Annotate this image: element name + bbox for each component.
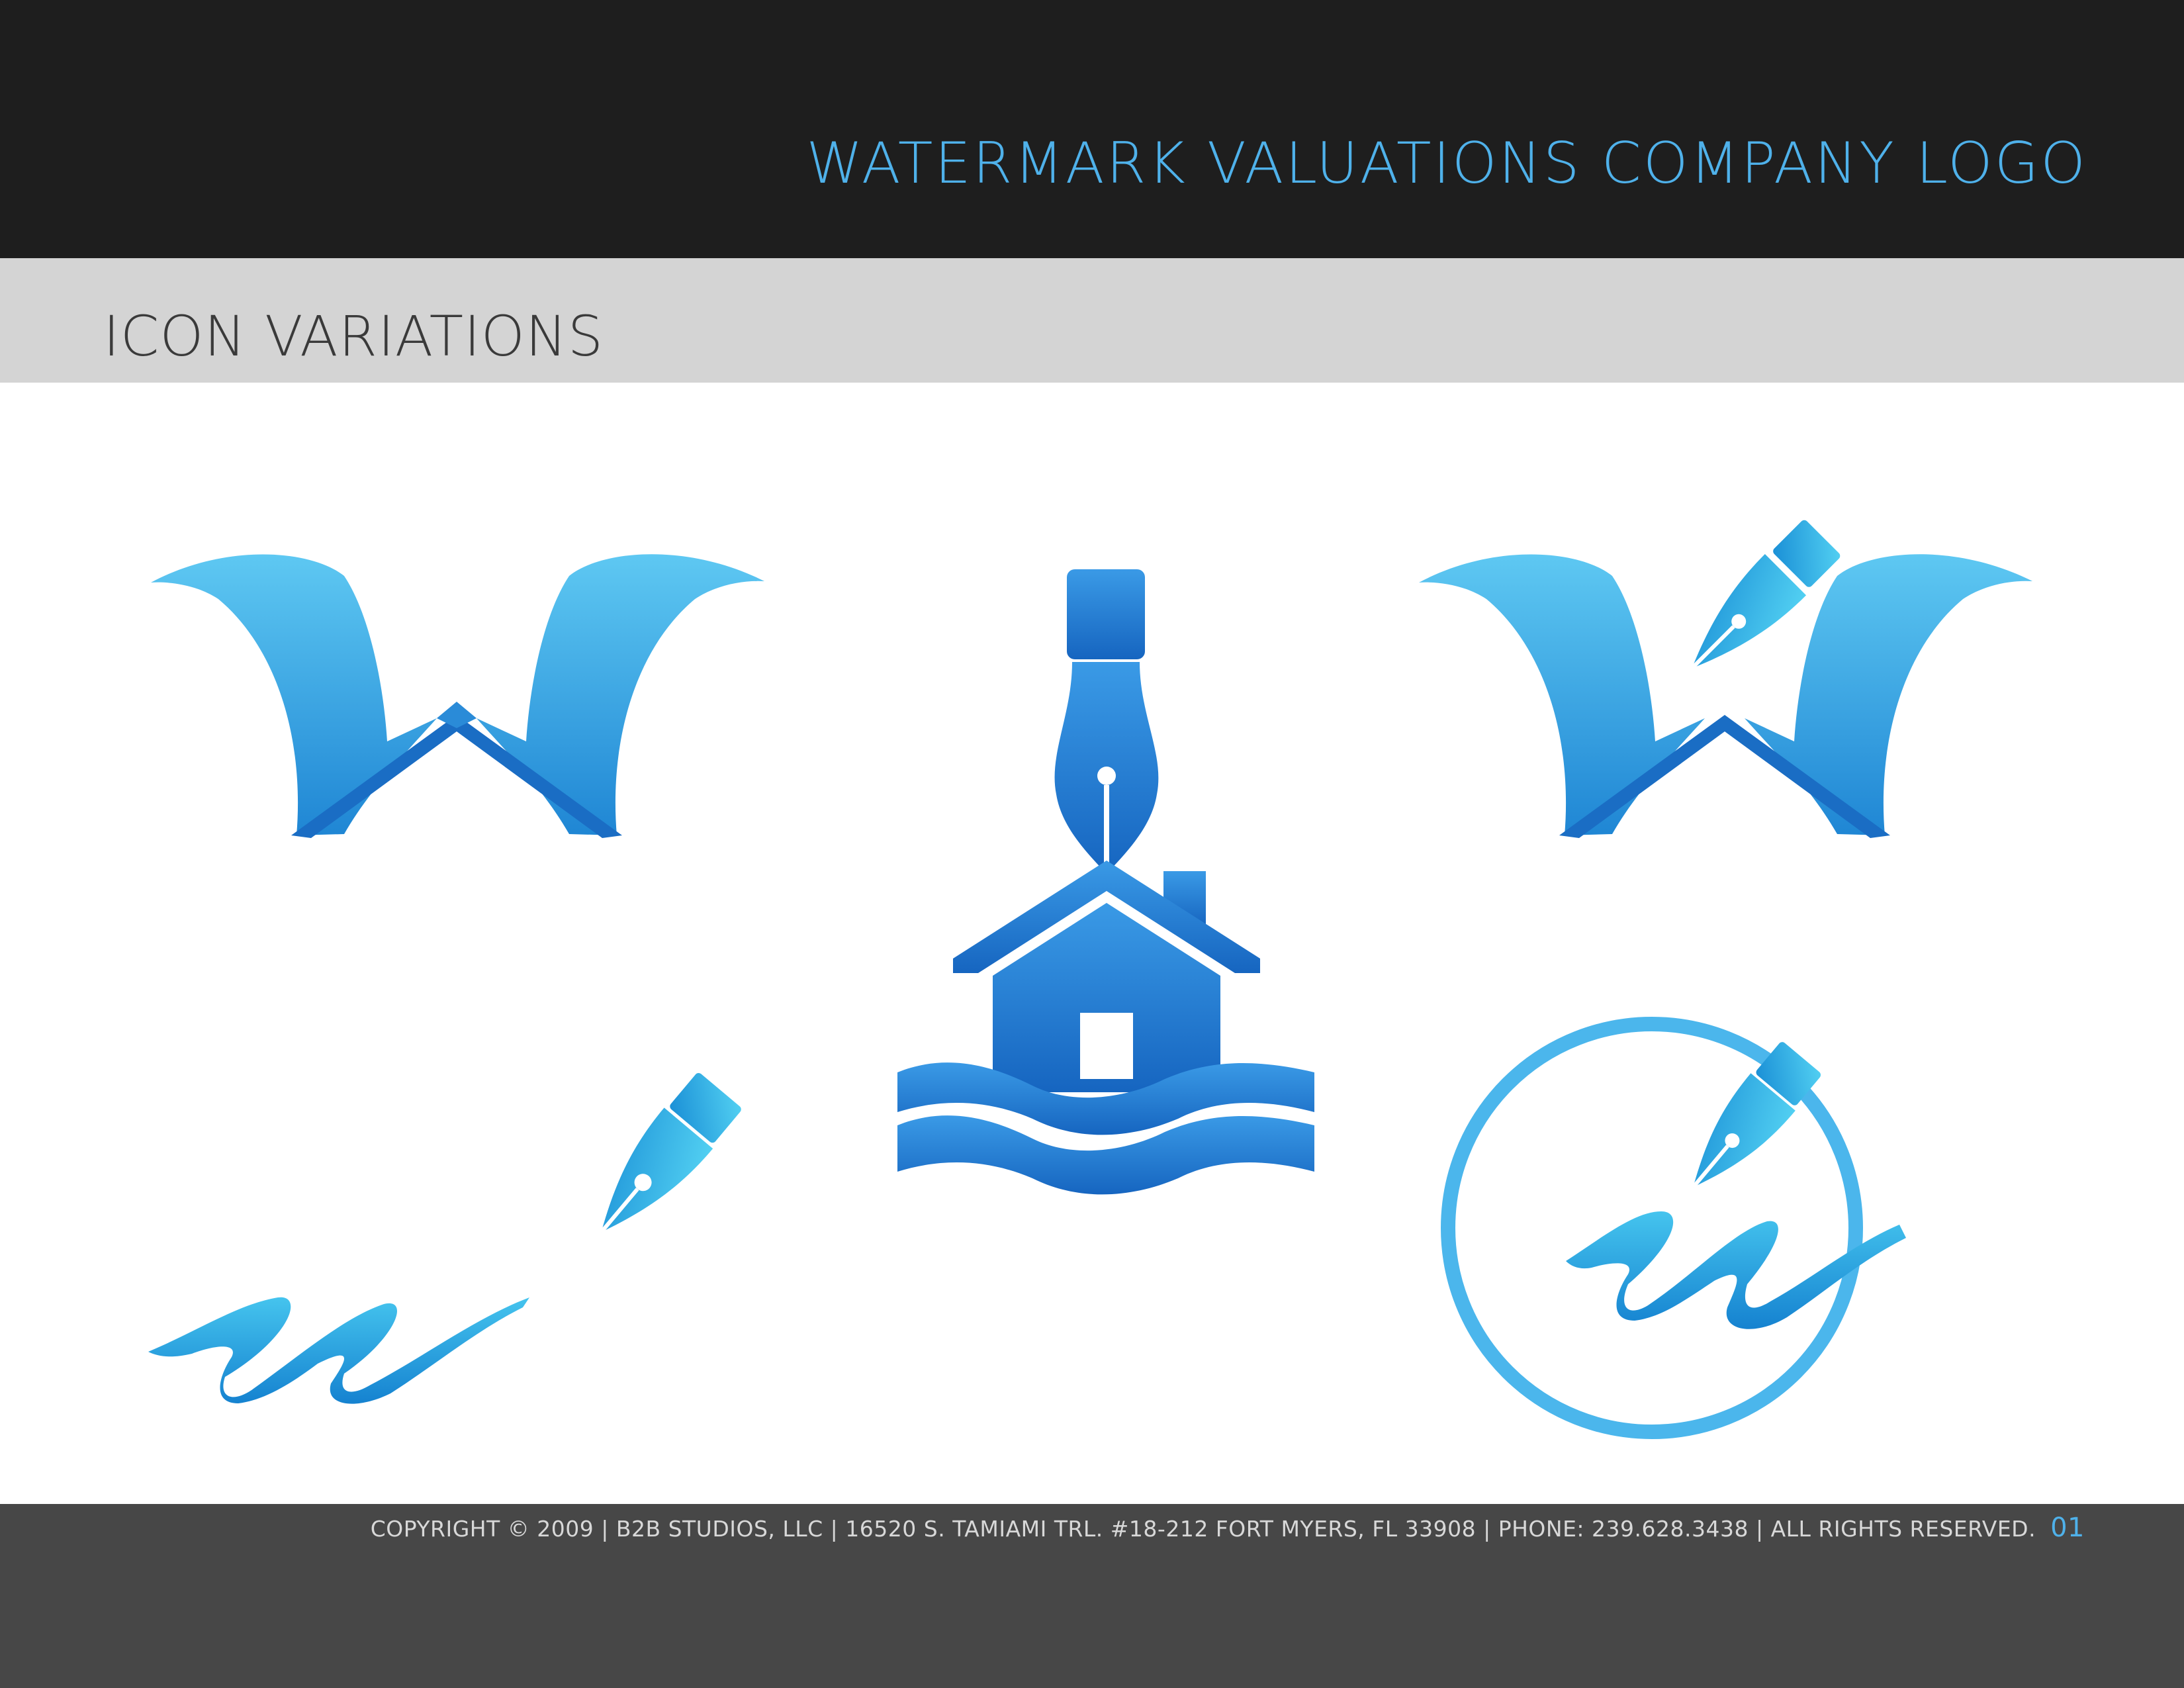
pen-house-waves-icon <box>897 569 1314 1195</box>
page-number: 01 <box>2050 1513 2085 1543</box>
circle-pen-wave-icon <box>1441 1017 1906 1439</box>
footer-bar <box>0 1504 2184 1688</box>
w-wings-icon <box>151 554 764 838</box>
pen-wave-icon <box>148 1072 741 1404</box>
w-wings-pen-icon <box>1419 520 2032 838</box>
page-title: WATERMARK VALUATIONS COMPANY LOGO <box>806 130 2087 197</box>
section-bar <box>0 258 2184 383</box>
footer-text: COPYRIGHT © 2009 | B2B STUDIOS, LLC | 16… <box>371 1515 2085 1541</box>
copyright-text: COPYRIGHT © 2009 | B2B STUDIOS, LLC | 16… <box>370 1516 2036 1542</box>
section-title: ICON VARIATIONS <box>103 304 604 369</box>
header-bar <box>0 0 2184 258</box>
